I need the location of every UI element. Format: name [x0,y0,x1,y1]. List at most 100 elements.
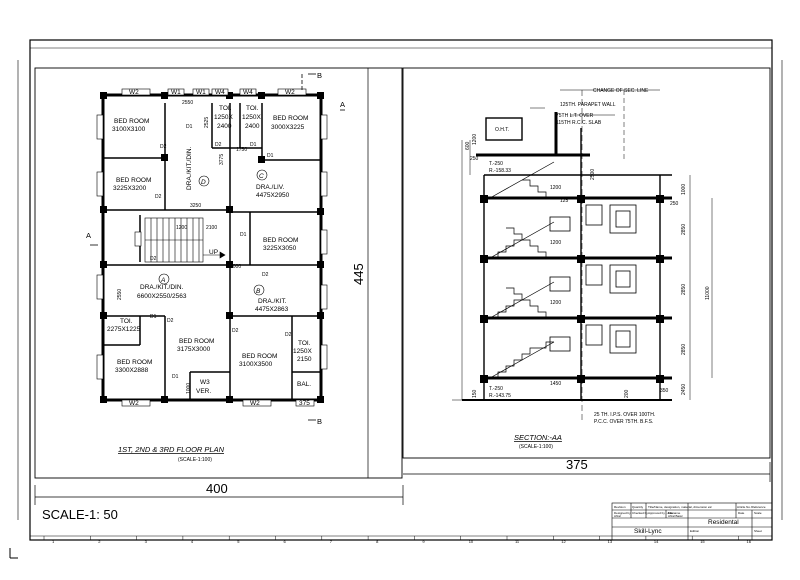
tb-edition: Edition [690,529,700,533]
ruler-number: 11 [515,539,520,544]
section-aa: CHANGE OF SEC. LINE 125TH. PARAPET WALL … [452,88,713,450]
dim-text: 1000 [681,184,687,195]
door-tag: D2 [155,194,162,200]
room-size: 2400 [217,123,232,130]
room-size: 3175X3000 [177,346,211,353]
section-title: SECTION:-AA [514,433,562,442]
room-label: W3 [200,379,210,386]
section-notes: CHANGE OF SEC. LINE 125TH. PARAPET WALL … [489,88,655,425]
flat-label: B [256,288,261,295]
section-dim-lines [452,89,713,420]
dim-text: 200 [624,389,630,398]
dim-445: 445 [351,263,366,285]
dim-text: 250 [470,156,479,162]
section-stairs [489,161,555,379]
dim-text: 250 [670,201,679,207]
scale-text: SCALE-1: 50 [42,507,118,522]
window-tag: W2 [129,89,139,96]
dim-text: 1200 [550,240,561,246]
ruler-number: 15 [700,539,705,544]
sheet-border [17,39,783,541]
tb-cell: Afzal Basic [668,514,683,518]
window-tag: W4 [215,89,225,96]
room-label: VER. [196,388,211,395]
note-lintel-2: 115TH R.C.C. SLAB [556,120,602,126]
door-tag: D2 [150,256,157,262]
room-size: 3225X3200 [113,185,147,192]
window-tag: W1 [171,89,181,96]
ruler-number: 7 [330,539,333,544]
tb-sheet: Sheet [754,529,762,533]
stair [144,217,226,263]
room-label: BED ROOM [114,118,149,125]
window-tag: W2 [129,400,139,407]
door-tag: D2 [262,272,269,278]
dim-text: 150 [472,389,478,398]
ruler-number: 2 [98,539,101,544]
door-tags: D2 D1 D2 D1 D1 D2 D1 D2 D2 D1 D2 D1 D2 D… [150,124,292,380]
room-label: TOI. [246,105,259,112]
section-marker-label: A [86,231,91,240]
door-tag: D1 [267,153,274,159]
door-tag: D1 [172,374,179,380]
room-label: DRA./KIT. [258,298,287,305]
windows [96,88,328,407]
room-label: TOI. [298,340,311,347]
flat-label: C [259,173,264,180]
dim-text: 1750 [236,147,247,153]
section-marker-label: A [340,100,345,109]
tb-cell: Scale [754,511,762,515]
dim-text: 2450 [681,384,687,395]
ruler-number: 3 [145,539,148,544]
room-label: TOI. [120,318,133,325]
tb-cell: Approved by - date [648,511,674,515]
note-top-tread: T.-250 [489,161,503,167]
tb-company: Skill-Lync [634,528,662,535]
ruler-number: 4 [191,539,194,544]
tb-cell: Title/Name, designation, material, dimen… [648,505,712,509]
tb-cell: Designed by [614,511,631,515]
dim-text: 1000 [186,383,192,394]
dim-text: 2850 [681,344,687,355]
room-label: TOI. [219,105,232,112]
door-tag: D2 [232,328,239,334]
dim-text: 2550 [182,100,193,106]
room-size: 1250X [214,114,233,121]
door-tag: D2 [215,142,222,148]
note-oht: O.H.T. [495,127,509,133]
room-size: 4475X2863 [255,306,289,313]
ruler-number: 8 [376,539,379,544]
corner-mark [9,548,18,559]
dim-375: 375 [566,457,588,472]
stair-up-label: UP [209,249,218,256]
plan-scale: (SCALE-1:100) [178,457,212,463]
section-marker-label: B [317,71,322,80]
room-size: 2150 [297,356,312,363]
dim-text: 1450 [550,381,561,387]
room-label: BAL. [297,381,311,388]
door-tag: D2 [285,332,292,338]
note-bot-tread: T.-250 [489,386,503,392]
ruler-number: 12 [561,539,566,544]
door-tag: D1 [240,232,247,238]
columns [100,92,324,403]
door-tag: D1 [150,314,157,320]
title-block-text: Revision Quantity Title/Name, designatio… [614,505,766,535]
ruler-number: 9 [422,539,425,544]
window-tag: W1 [196,89,206,96]
room-label: BED ROOM [117,359,152,366]
floor-plan: W2 W1 W1 W4 W4 W2 W2 W2 375 BED ROOM 310… [86,71,345,463]
dim-text: 3775 [219,154,225,165]
window-tag: W2 [250,400,260,407]
note-ips-1: 25 TH. I.P.S. OVER 100TH. [594,412,655,418]
room-size: 4475X2950 [256,192,290,199]
room-size: 2400 [245,123,260,130]
room-label: DRA./KIT./DIN. [186,146,193,190]
room-label: BED ROOM [179,338,214,345]
section-dims: 1000 2850 2850 2850 2450 11000 1450 1200… [465,134,711,398]
dim-text: 3250 [190,203,201,209]
plan-dimensions: 2550 2525 1750 3250 1200 2100 1000 3775 … [117,100,247,394]
window-tag: 375 [299,400,310,407]
